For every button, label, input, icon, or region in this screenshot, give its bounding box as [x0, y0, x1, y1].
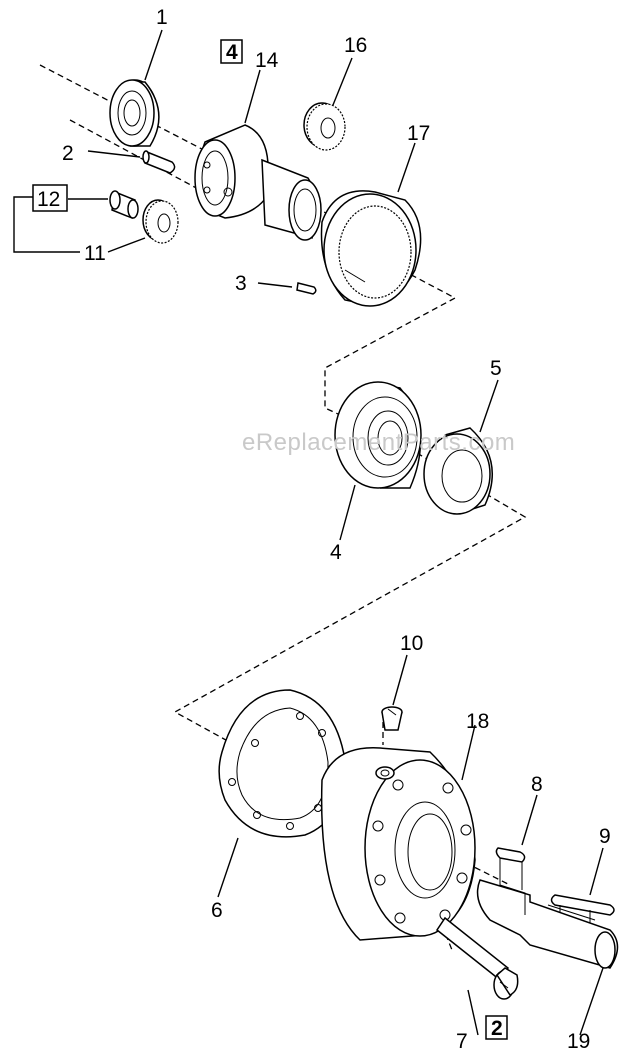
watermark: eReplacementParts.com [242, 429, 515, 456]
part-10-set-screw [381, 706, 403, 731]
part-16-gear [303, 102, 346, 151]
part-3-small-pin [296, 282, 317, 295]
callout-9: 9 [599, 825, 611, 848]
bracket-12-11 [13, 196, 80, 253]
callout-3: 3 [235, 272, 247, 295]
callout-18: 18 [466, 710, 489, 733]
part-12-bushing [109, 190, 139, 220]
callout-11: 11 [84, 242, 106, 265]
callout-19: 19 [567, 1030, 590, 1053]
boxed-ref-bottom-label: 2 [491, 1017, 503, 1040]
callout-1: 1 [156, 6, 168, 29]
part-14-carrier-hub [194, 124, 322, 241]
callout-2: 2 [62, 142, 74, 165]
callout-8: 8 [531, 773, 543, 796]
callout-17: 17 [407, 122, 430, 145]
callout-4: 4 [330, 541, 342, 564]
boxed-ref-top-label: 4 [226, 41, 238, 64]
callout-12-box [32, 184, 68, 212]
part-11-gear [142, 199, 179, 244]
callout-7: 7 [456, 1030, 468, 1053]
callout-6: 6 [211, 899, 223, 922]
leader-lines [68, 29, 604, 1036]
callout-16: 16 [344, 34, 367, 57]
callout-12: 12 [37, 188, 60, 211]
part-4-bearing [334, 381, 422, 489]
callout-labels: 1 2 3 4 5 6 7 8 9 10 11 12 14 16 17 18 1… [37, 6, 611, 1053]
boxed-ref-bottom: 2 [485, 1015, 508, 1040]
part-17-ring-gear [320, 190, 422, 307]
boxed-ref-top: 4 [220, 39, 243, 64]
callout-10: 10 [400, 632, 423, 655]
part-1-bearing [109, 79, 160, 147]
part-8-key [495, 847, 526, 890]
part-18-housing [320, 747, 476, 941]
callout-5: 5 [490, 357, 502, 380]
part-19-shaft [476, 879, 619, 969]
part-7-cap-screw [435, 916, 519, 1000]
callout-14: 14 [255, 49, 279, 72]
part-2-pin [142, 150, 176, 174]
part-5-spacer-ring [423, 427, 493, 515]
